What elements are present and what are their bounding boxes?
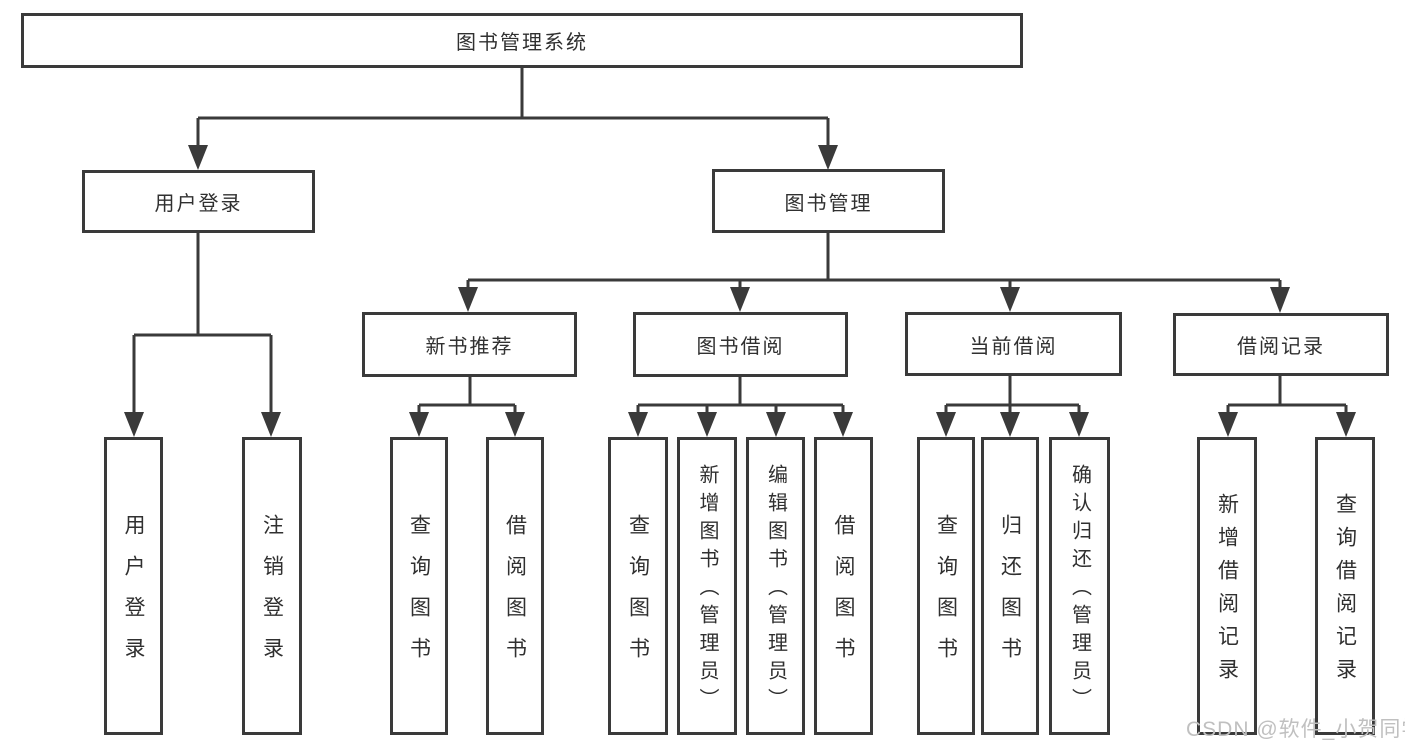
leaf-label: 借阅图书	[503, 514, 527, 678]
leaf-label: 查询图书	[934, 514, 958, 678]
leaf-label: 确认归还（管理员）	[1068, 464, 1091, 716]
leaf-query-borrow-record: 查询借阅记录	[1315, 437, 1375, 735]
leaf-label: 注销登录	[260, 514, 284, 678]
leaf-borrow-books: 借阅图书	[486, 437, 544, 735]
node-current-borrowing: 当前借阅	[905, 312, 1122, 376]
arrowhead	[124, 412, 144, 437]
arrowhead	[1069, 412, 1089, 437]
arrowhead	[1000, 287, 1020, 312]
arrowhead	[818, 145, 838, 170]
leaf-logout: 注销登录	[242, 437, 302, 735]
arrowhead	[1000, 412, 1020, 437]
leaf-query-books: 查询图书	[390, 437, 448, 735]
leaf-label: 编辑图书（管理员）	[764, 464, 787, 716]
arrowhead	[628, 412, 648, 437]
arrowhead	[766, 412, 786, 437]
leaf-label: 借阅图书	[832, 514, 855, 678]
leaf-query-books: 查询图书	[608, 437, 668, 735]
edge-borrow-records-to-leaves	[1218, 376, 1356, 437]
arrowhead	[730, 287, 750, 312]
leaf-add-book-admin: 新增图书（管理员）	[677, 437, 737, 735]
leaf-label: 用户登录	[122, 514, 145, 678]
node-book-borrowing: 图书借阅	[633, 312, 848, 377]
arrowhead	[833, 412, 853, 437]
arrowhead	[409, 412, 429, 437]
leaf-add-borrow-record: 新增借阅记录	[1197, 437, 1257, 735]
leaf-label: 新增图书（管理员）	[696, 464, 718, 716]
edge-user-login-to-leaves	[124, 233, 281, 437]
leaf-borrow-books: 借阅图书	[814, 437, 873, 735]
arrowhead	[458, 287, 478, 312]
node-user-login: 用户登录	[82, 170, 315, 233]
arrowhead	[1270, 287, 1290, 313]
edge-book-management-to-level3	[458, 233, 1290, 313]
arrowhead	[505, 412, 525, 437]
edge-current-borrowing-to-leaves	[936, 376, 1089, 437]
edge-root-to-level2	[188, 68, 838, 170]
leaf-query-books: 查询图书	[917, 437, 975, 735]
arrowhead	[936, 412, 956, 437]
leaf-label: 新增借阅记录	[1215, 493, 1239, 691]
leaf-user-login: 用户登录	[104, 437, 163, 735]
arrowhead	[697, 412, 717, 437]
arrowhead	[188, 145, 208, 170]
leaf-return-books: 归还图书	[981, 437, 1039, 735]
leaf-confirm-return-admin: 确认归还（管理员）	[1049, 437, 1110, 735]
node-new-book-recommendation: 新书推荐	[362, 312, 577, 377]
csdn-watermark: CSDN @软件_小贺同学	[1186, 718, 1405, 741]
arrowhead	[1336, 412, 1356, 437]
leaf-label: 查询图书	[626, 514, 650, 678]
node-book-management: 图书管理	[712, 169, 945, 233]
leaf-label: 归还图书	[998, 514, 1022, 678]
node-root-library-management-system: 图书管理系统	[21, 13, 1023, 68]
node-borrow-records: 借阅记录	[1173, 313, 1389, 376]
edge-new-book-recommendation-to-leaves	[409, 377, 525, 437]
leaf-label: 查询借阅记录	[1333, 493, 1357, 691]
arrowhead	[261, 412, 281, 437]
edge-book-borrowing-to-leaves	[628, 377, 853, 437]
leaf-label: 查询图书	[407, 514, 431, 678]
arrowhead	[1218, 412, 1238, 437]
leaf-edit-book-admin: 编辑图书（管理员）	[746, 437, 805, 735]
